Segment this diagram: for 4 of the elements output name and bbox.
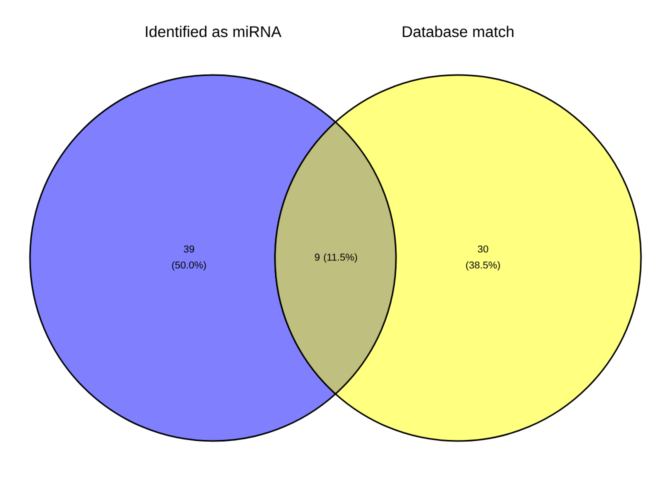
region-count: 39 (50.0%) — [172, 245, 206, 271]
circle-heading: Identified as miRNA — [146, 26, 282, 38]
circle-heading: Database match — [402, 26, 514, 38]
region-count: 30 (38.5%) — [466, 245, 500, 271]
